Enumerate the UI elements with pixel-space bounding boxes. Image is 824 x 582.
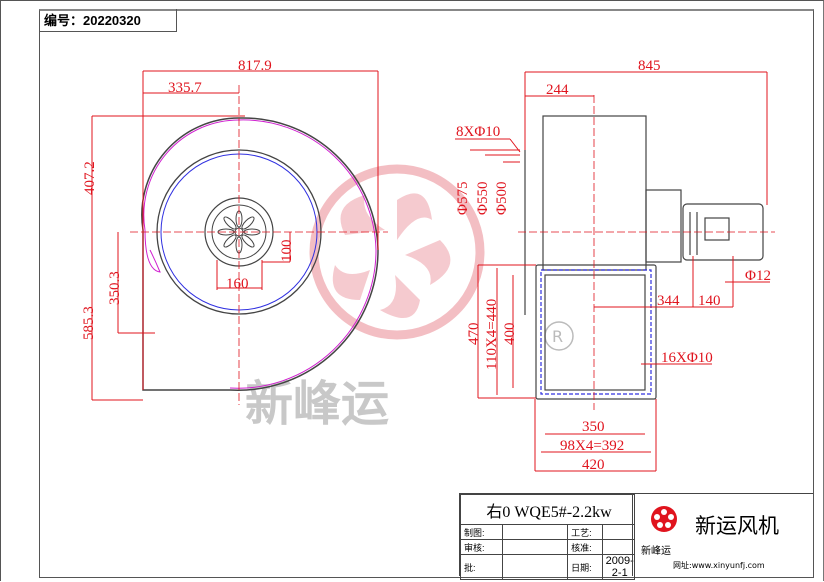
value-drawn [502,524,569,540]
dim-motor-hole: Φ12 [745,268,771,284]
front-dimension-lines [91,70,379,401]
label-process: 工艺: [567,524,603,540]
label-drawn: 制图: [459,524,504,540]
brand-name: 新运风机 [695,514,779,538]
value-approver [502,554,569,580]
side-dimension-lines [455,71,770,472]
dim-center-offset: 335.7 [168,80,202,96]
dim-outlet-width: 350 [582,419,605,435]
front-view [130,85,388,405]
dim-dia-575: Φ575 [455,182,471,215]
dim-bottom-height: 585.3 [81,306,97,340]
dim-base-spacing: 140 [698,293,721,309]
dim-flange-holes: 16XΦ10 [661,350,713,366]
dim-motor-base-width: 160 [226,276,249,292]
dim-inlet-holes: 8XΦ10 [456,124,500,140]
dim-flange-outer-height: 470 [466,323,482,346]
value-process [601,524,635,540]
brand-logo-icon [651,506,677,532]
brand-small-name: 新峰运 [641,546,671,557]
dim-flange-inner-height: 400 [502,323,518,346]
dim-base-offset: 344 [657,293,680,309]
dim-dia-500: Φ500 [494,182,510,215]
dim-dia-550: Φ550 [475,182,491,215]
label-approved: 核准: [567,539,603,555]
title-block: 右0 WQE5#-2.2kw 制图: 工艺: 审核: 核准: 批: 日期: 20… [459,493,814,580]
watermark-logo [309,164,485,340]
value-reviewed [502,539,569,555]
dim-outlet-height: 350.3 [107,271,123,305]
svg-text:R: R [552,327,563,346]
dim-inlet-depth: 244 [546,82,569,98]
dim-overall-length: 845 [638,58,661,74]
dim-flange-outer-width: 420 [582,457,605,473]
side-view [524,115,764,400]
dim-flange-hole-pitch-h: 98X4=392 [560,438,624,454]
label-reviewed: 审核: [459,539,504,555]
dim-overall-width: 817.9 [238,58,272,74]
website: 网址:www.xinyunfj.com [673,561,765,570]
label-date: 日期: [567,554,603,580]
model-name: 右0 WQE5#-2.2kw [460,494,635,525]
value-approved [601,539,635,555]
registered-icon: R [544,321,574,351]
drawing-frame [39,9,814,578]
dim-flange-hole-pitch-v: 110X4=440 [484,299,500,370]
value-date: 2009-2-1 [601,554,635,580]
watermark-text: 新峰运 [245,376,389,432]
brand-area: 新峰运 新运风机 网址:www.xinyunfj.com [632,494,814,576]
dim-top-height: 407.2 [82,161,98,195]
dim-motor-base-height: 100 [279,240,295,263]
drawing-code: 编号：20220320 [39,9,177,32]
label-approver: 批: [459,554,504,580]
